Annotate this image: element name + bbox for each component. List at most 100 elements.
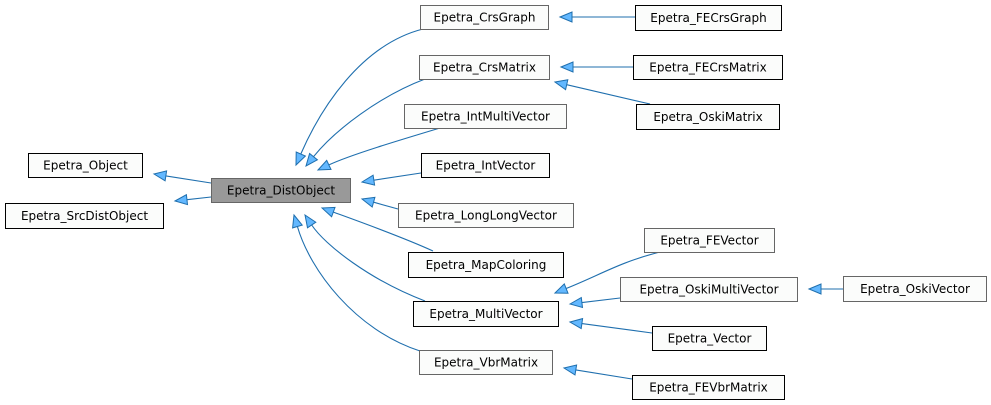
inheritance-edge-oskivector-to-oskimultivector bbox=[807, 283, 843, 295]
edge-line bbox=[566, 84, 651, 105]
class-node-intmultivector[interactable]: Epetra_IntMultiVector bbox=[404, 104, 567, 129]
inheritance-edge-fecrsmatrix-to-crsmatrix bbox=[559, 61, 633, 73]
edge-line bbox=[313, 78, 426, 158]
class-name-label: Epetra_FECrsGraph bbox=[650, 11, 766, 25]
class-node-fevbrmatrix[interactable]: Epetra_FEVbrMatrix bbox=[632, 375, 785, 400]
class-box[interactable] bbox=[636, 104, 780, 130]
class-node-multivector[interactable]: Epetra_MultiVector bbox=[413, 301, 559, 327]
class-node-fecrsgraph[interactable]: Epetra_FECrsGraph bbox=[635, 5, 782, 31]
class-node-crsgraph[interactable]: Epetra_CrsGraph bbox=[420, 5, 549, 30]
inheritance-edge-crsmatrix-to-distobject bbox=[305, 78, 426, 168]
class-name-label: Epetra_FEVbrMatrix bbox=[649, 381, 768, 395]
inheritance-edge-intvector-to-distobject bbox=[360, 172, 422, 186]
edge-line bbox=[333, 211, 434, 252]
inheritance-edge-vector-to-multivector bbox=[568, 317, 653, 334]
class-node-fevector[interactable]: Epetra_FEVector bbox=[644, 228, 775, 253]
class-box[interactable] bbox=[633, 55, 783, 80]
class-box[interactable] bbox=[421, 153, 550, 178]
class-box[interactable] bbox=[5, 203, 164, 229]
inheritance-arrowhead-icon bbox=[360, 174, 376, 186]
inheritance-edge-mapcoloring-to-distobject bbox=[320, 206, 434, 252]
inheritance-edge-distobject-to-object bbox=[152, 170, 212, 184]
inheritance-arrowhead-icon bbox=[568, 317, 584, 330]
inheritance-edge-fecrsgraph-to-crsgraph bbox=[558, 11, 635, 23]
inheritance-arrowhead-icon bbox=[559, 61, 574, 73]
class-box[interactable] bbox=[644, 228, 775, 253]
class-name-label: Epetra_VbrMatrix bbox=[434, 356, 538, 370]
inheritance-edge-fevbrmatrix-to-vbrmatrix bbox=[562, 364, 633, 380]
class-node-mapcoloring[interactable]: Epetra_MapColoring bbox=[408, 252, 564, 278]
class-node-fecrsmatrix[interactable]: Epetra_FECrsMatrix bbox=[633, 55, 783, 80]
inheritance-arrowhead-icon bbox=[173, 193, 189, 206]
class-name-label: Epetra_IntMultiVector bbox=[421, 110, 550, 124]
class-name-label: Epetra_OskiVector bbox=[860, 282, 970, 296]
class-name-label: Epetra_CrsMatrix bbox=[433, 61, 536, 75]
class-box[interactable] bbox=[211, 178, 351, 203]
class-name-label: Epetra_OskiMultiVector bbox=[639, 283, 778, 297]
edge-line bbox=[300, 28, 424, 155]
class-box[interactable] bbox=[635, 5, 782, 31]
class-name-label: Epetra_SrcDistObject bbox=[21, 209, 148, 223]
edge-line bbox=[575, 369, 633, 380]
class-box[interactable] bbox=[843, 276, 987, 302]
inheritance-arrowhead-icon bbox=[562, 364, 578, 376]
inheritance-arrowhead-icon bbox=[553, 79, 569, 91]
inheritance-edge-intmultivector-to-distobject bbox=[316, 127, 441, 171]
inheritance-arrowhead-icon bbox=[304, 213, 317, 229]
edge-line bbox=[373, 172, 422, 181]
edge-line bbox=[296, 226, 421, 352]
class-name-label: Epetra_FEVector bbox=[660, 234, 758, 248]
inheritance-arrowhead-icon bbox=[553, 283, 569, 294]
class-box[interactable] bbox=[408, 252, 564, 278]
class-node-intvector[interactable]: Epetra_IntVector bbox=[421, 153, 550, 178]
inheritance-edge-multivector-to-distobject bbox=[304, 213, 426, 302]
class-node-oskimultivector[interactable]: Epetra_OskiMultiVector bbox=[620, 277, 798, 302]
class-box[interactable] bbox=[420, 5, 549, 30]
class-box[interactable] bbox=[419, 350, 553, 375]
inheritance-arrowhead-icon bbox=[295, 151, 307, 167]
class-node-distobject[interactable]: Epetra_DistObject bbox=[211, 178, 351, 203]
class-name-label: Epetra_Object bbox=[43, 159, 128, 173]
class-box[interactable] bbox=[632, 375, 785, 400]
inheritance-arrowhead-icon bbox=[320, 206, 336, 218]
class-name-label: Epetra_MultiVector bbox=[429, 307, 542, 321]
edge-line bbox=[581, 323, 653, 334]
inheritance-edge-distobject-to-srcdistobject bbox=[173, 193, 212, 206]
class-box[interactable] bbox=[419, 55, 550, 80]
class-name-label: Epetra_FECrsMatrix bbox=[649, 61, 766, 75]
class-box[interactable] bbox=[398, 203, 574, 228]
inheritance-arrowhead-icon bbox=[807, 283, 822, 295]
class-box[interactable] bbox=[28, 153, 143, 178]
inheritance-arrowhead-icon bbox=[568, 296, 584, 309]
class-box[interactable] bbox=[404, 104, 567, 129]
class-box[interactable] bbox=[652, 326, 767, 351]
class-node-oskivector[interactable]: Epetra_OskiVector bbox=[843, 276, 987, 302]
class-name-label: Epetra_Vector bbox=[668, 332, 752, 346]
edge-line bbox=[186, 196, 212, 201]
class-box[interactable] bbox=[413, 301, 559, 327]
inheritance-arrowhead-icon bbox=[292, 213, 304, 229]
class-name-label: Epetra_LongLongVector bbox=[415, 209, 557, 223]
class-name-label: Epetra_IntVector bbox=[436, 159, 536, 173]
class-box[interactable] bbox=[620, 277, 798, 302]
edge-line bbox=[311, 224, 426, 302]
class-node-srcdistobject[interactable]: Epetra_SrcDistObject bbox=[5, 203, 164, 229]
class-node-object[interactable]: Epetra_Object bbox=[28, 153, 143, 178]
inheritance-arrowhead-icon bbox=[152, 170, 168, 182]
edge-line bbox=[165, 175, 212, 184]
inheritance-arrowhead-icon bbox=[360, 196, 376, 208]
class-name-label: Epetra_MapColoring bbox=[426, 258, 547, 272]
class-node-crsmatrix[interactable]: Epetra_CrsMatrix bbox=[419, 55, 550, 80]
edge-line bbox=[565, 251, 661, 290]
class-node-vbrmatrix[interactable]: Epetra_VbrMatrix bbox=[419, 350, 553, 375]
class-node-longlongvector[interactable]: Epetra_LongLongVector bbox=[398, 203, 574, 228]
inheritance-arrowhead-icon bbox=[316, 159, 332, 171]
class-node-vector[interactable]: Epetra_Vector bbox=[652, 326, 767, 351]
class-name-label: Epetra_CrsGraph bbox=[434, 11, 536, 25]
nodes-layer: Epetra_ObjectEpetra_SrcDistObjectEpetra_… bbox=[5, 5, 987, 400]
edge-line bbox=[581, 297, 621, 304]
inheritance-edge-oskimultivector-to-multivector bbox=[568, 296, 621, 309]
class-node-oskimatrix[interactable]: Epetra_OskiMatrix bbox=[636, 104, 780, 130]
inheritance-edge-longlongvector-to-distobject bbox=[360, 196, 399, 210]
